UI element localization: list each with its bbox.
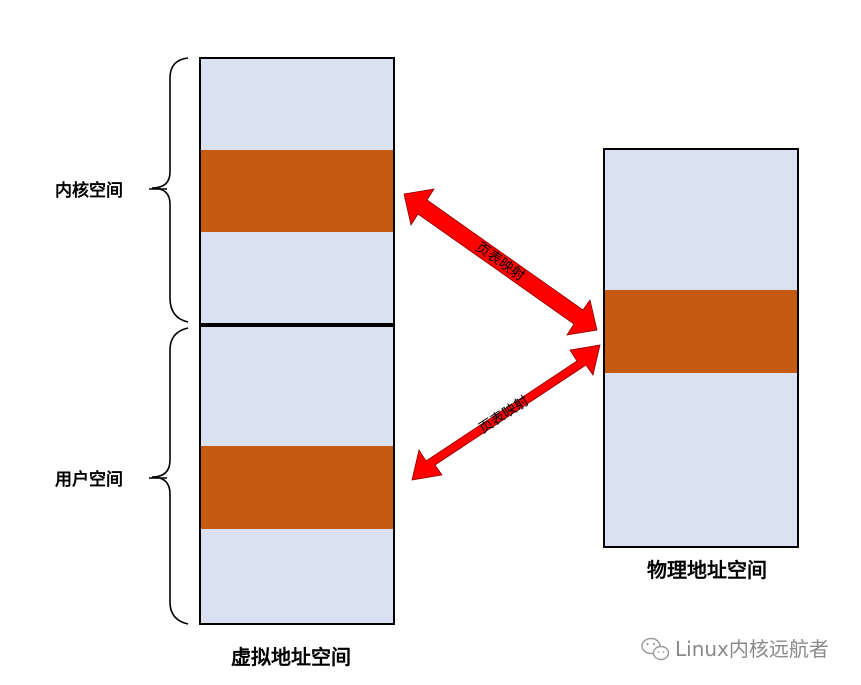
wechat-icon <box>641 637 670 661</box>
watermark-text: Linux内核远航者 <box>675 637 829 661</box>
page-table-arrow-lower <box>411 344 601 481</box>
user-mapped-region <box>201 446 393 529</box>
kernel-space-brace <box>151 57 189 323</box>
page-table-arrow-upper <box>403 188 598 336</box>
kernel-space-label: 内核空间 <box>55 180 123 201</box>
page-table-mapping-lower-label: 页表映射 <box>476 393 532 437</box>
kernel-mapped-region <box>201 150 393 232</box>
virtual-address-space-title: 虚拟地址空间 <box>231 645 351 669</box>
user-space-brace <box>151 327 189 625</box>
physical-mapped-region <box>605 290 797 373</box>
page-table-mapping-upper-label: 页表映射 <box>472 239 527 284</box>
physical-address-space-title: 物理地址空间 <box>647 558 767 582</box>
user-space-label: 用户空间 <box>55 469 123 490</box>
